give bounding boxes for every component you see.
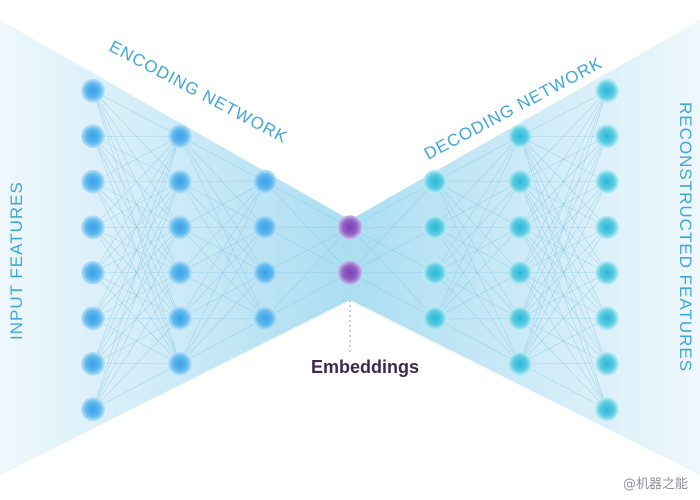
connection-line: [92, 136, 181, 364]
reconstructed-features-label: RECONSTRUCTED FEATURES: [676, 102, 695, 372]
decoder-wing: [350, 20, 700, 475]
encoder-hidden-node: [168, 124, 192, 149]
decoder-hidden-node: [508, 306, 532, 331]
connection-line: [434, 135, 521, 183]
decoder-hidden-node: [508, 215, 532, 240]
connection-line: [519, 136, 608, 364]
decoder-hidden-node: [508, 260, 532, 285]
encoder-hidden-node: [253, 306, 277, 331]
connection-line: [179, 227, 266, 364]
connection-line: [179, 317, 266, 365]
connection-line: [519, 90, 608, 364]
connection-line: [92, 227, 181, 410]
decoder-hidden-node: [423, 306, 447, 331]
input-features-label: INPUT FEATURES: [7, 181, 26, 340]
connection-line: [92, 136, 181, 319]
input-node: [81, 260, 105, 285]
connection-line: [179, 181, 266, 273]
encoder-hidden-node: [168, 351, 192, 376]
connection-line: [92, 363, 181, 410]
embeddings-label: Embeddings: [311, 357, 419, 377]
connection-line: [92, 136, 181, 273]
watermark: @机器之能: [622, 477, 688, 492]
connection-line: [434, 317, 521, 365]
input-node: [81, 124, 105, 149]
decoder-hidden-node: [508, 124, 532, 149]
output-node: [595, 397, 619, 422]
decoder-hidden-node: [423, 169, 447, 194]
connection-line: [92, 136, 181, 228]
input-node: [81, 169, 105, 194]
input-node: [81, 215, 105, 240]
connection-line: [349, 181, 436, 273]
encoder-hidden-node: [168, 215, 192, 240]
output-node: [595, 169, 619, 194]
connection-line: [434, 227, 521, 319]
encoder-hidden-node: [253, 260, 277, 285]
connection-line: [349, 226, 436, 274]
encoder-hidden-node: [253, 169, 277, 194]
connection-line: [92, 135, 181, 183]
input-node: [81, 351, 105, 376]
embedding-node: [338, 215, 362, 240]
connection-line: [434, 272, 521, 319]
output-node: [595, 78, 619, 103]
output-node: [595, 260, 619, 285]
input-node: [81, 78, 105, 103]
connection-line: [179, 181, 266, 364]
connection-line: [179, 181, 266, 319]
connection-line: [519, 272, 608, 364]
connection-line: [179, 272, 266, 364]
decoder-hidden-node: [423, 215, 447, 240]
connection-line: [92, 136, 181, 410]
output-node: [595, 215, 619, 240]
connection-line: [519, 90, 608, 182]
connection-line: [519, 181, 608, 364]
decoder-hidden-node: [508, 351, 532, 376]
output-node: [595, 351, 619, 376]
connection-line: [92, 90, 181, 137]
connection-line: [519, 227, 608, 364]
input-node: [81, 306, 105, 331]
connection-line: [179, 135, 266, 183]
decoder-hidden-node: [423, 260, 447, 285]
decoder-hidden-node: [508, 169, 532, 194]
connection-line: [179, 181, 266, 228]
connection-lines: [92, 90, 608, 410]
connection-line: [434, 181, 521, 319]
input-node: [81, 397, 105, 422]
connection-line: [519, 90, 608, 319]
connection-line: [92, 318, 181, 410]
connection-line: [519, 90, 608, 137]
connection-line: [434, 136, 521, 228]
output-node: [595, 124, 619, 149]
connection-line: [349, 181, 436, 228]
encoder-hidden-node: [168, 169, 192, 194]
connection-line: [519, 90, 608, 228]
encoder-hidden-node: [168, 306, 192, 331]
network-nodes: [81, 78, 619, 422]
connection-line: [264, 181, 351, 228]
embedding-node: [338, 260, 362, 285]
connection-line: [264, 272, 351, 319]
connection-line: [519, 363, 608, 410]
connection-line: [349, 272, 436, 319]
connection-line: [92, 272, 181, 410]
connection-line: [434, 136, 521, 273]
encoder-hidden-node: [253, 215, 277, 240]
connection-line: [264, 226, 351, 274]
connection-line: [519, 90, 608, 273]
connection-line: [434, 136, 521, 319]
encoder-hidden-node: [168, 260, 192, 285]
output-node: [595, 306, 619, 331]
connection-line: [264, 227, 351, 319]
connection-line: [92, 181, 181, 410]
connection-line: [519, 317, 608, 365]
